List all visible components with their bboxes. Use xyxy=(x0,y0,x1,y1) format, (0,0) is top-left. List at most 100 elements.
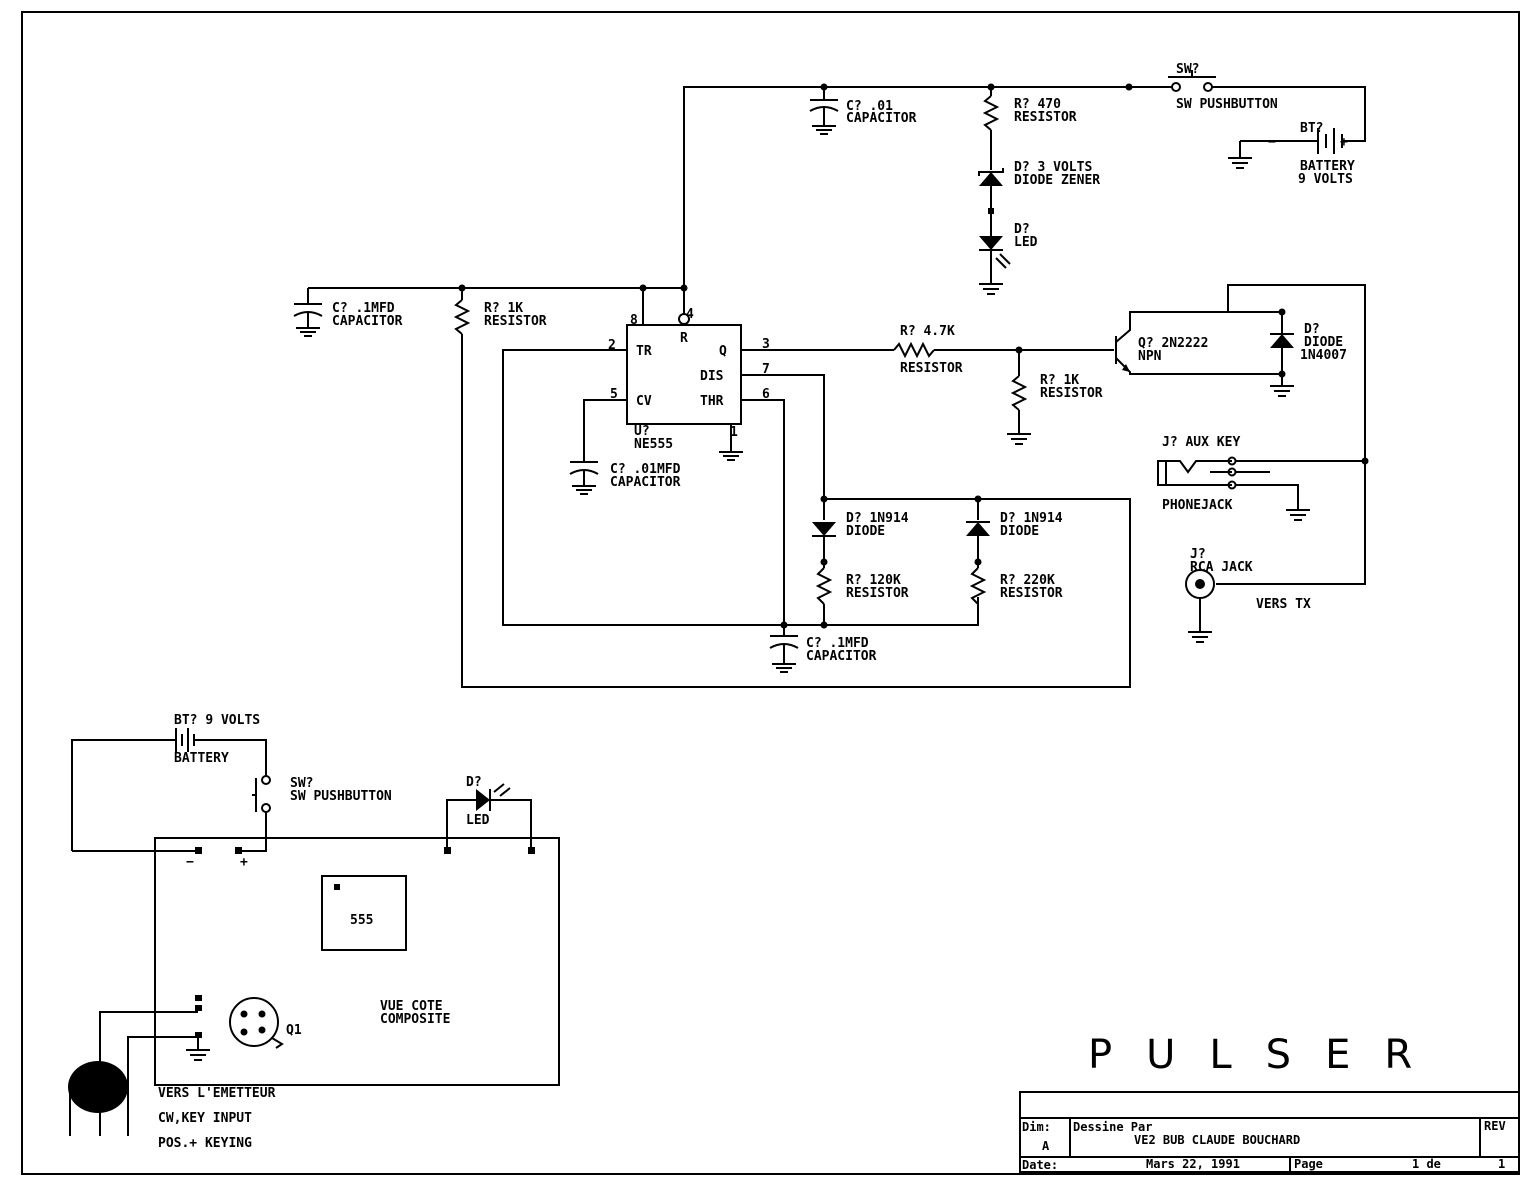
c1mfd-left-ref: C? .1MFD xyxy=(332,301,395,316)
pin-4-number: 4 xyxy=(686,307,694,322)
c1mfd-bottom-type: CAPACITOR xyxy=(806,649,877,664)
page-label: Page xyxy=(1294,1157,1323,1171)
pin-tr-label: TR xyxy=(636,344,652,359)
pin-7-number: 7 xyxy=(762,362,770,377)
rca-jack-ref: J? xyxy=(1190,547,1206,562)
ic-ref: U? xyxy=(634,424,650,439)
board-transistor-q1 xyxy=(229,997,284,1049)
npn-transistor xyxy=(1115,311,1282,375)
board-plus: + xyxy=(240,855,248,870)
c01mfd-ref: C? .01MFD xyxy=(610,462,681,477)
wire-trigger xyxy=(502,349,979,626)
keying-cable xyxy=(68,995,210,1136)
date-label: Date: xyxy=(1022,1158,1058,1172)
zener-type: DIODE ZENER xyxy=(1014,173,1100,188)
layout-battery xyxy=(166,728,200,752)
d1n914-left-type: DIODE xyxy=(846,524,885,539)
battery-top-type: BATTERY xyxy=(1300,159,1355,174)
pin-dis-label: DIS xyxy=(700,369,724,384)
r1k-right-type: RESISTOR xyxy=(1040,386,1103,401)
resistor-470 xyxy=(982,87,1000,170)
r4k7-type: RESISTOR xyxy=(900,361,963,376)
wire-discharge xyxy=(741,374,825,520)
d1n914-right-type: DIODE xyxy=(1000,524,1039,539)
pin-1-number: 1 xyxy=(730,425,738,440)
r120k-type: RESISTOR xyxy=(846,586,909,601)
board-caption-line1: VUE COTE xyxy=(380,999,443,1014)
aux-jack-type: PHONEJACK xyxy=(1162,498,1233,513)
drawn-by: VE2 BUB CLAUDE BOUCHARD xyxy=(1134,1133,1300,1147)
resistor-120k xyxy=(815,567,833,625)
capacitor-c01 xyxy=(809,87,839,135)
c01mfd-type: CAPACITOR xyxy=(610,475,681,490)
note-pos-keying: POS.+ KEYING xyxy=(158,1136,252,1151)
sw-top-ref: SW? xyxy=(1176,62,1199,77)
pin-3-number: 3 xyxy=(762,337,770,352)
pin-thr-label: THR xyxy=(700,394,724,409)
sw-top-type: SW PUSHBUTTON xyxy=(1176,97,1278,112)
phone-jack xyxy=(1157,456,1369,521)
layout-switch-ref: SW? xyxy=(290,776,313,791)
pin-cv-label: CV xyxy=(636,394,652,409)
layout-led-type: LED xyxy=(466,813,490,828)
d1n4007-type: DIODE xyxy=(1304,335,1343,350)
note-cw-key-input: CW,KEY INPUT xyxy=(158,1111,252,1126)
battery-top-plus: + xyxy=(1340,135,1348,150)
pin-q-label: Q xyxy=(719,344,727,359)
board-caption-line2: COMPOSITE xyxy=(380,1012,450,1027)
d1n914-left-ref: D? 1N914 xyxy=(846,511,909,526)
c01-type: CAPACITOR xyxy=(846,111,917,126)
diode-1n4007 xyxy=(1216,284,1366,585)
d1n4007-value: 1N4007 xyxy=(1300,348,1347,363)
layout-pushbutton xyxy=(252,775,271,813)
ground-battery-top xyxy=(1228,157,1252,169)
pin-r-label: R xyxy=(680,331,688,346)
d1n914-right-ref: D? 1N914 xyxy=(1000,511,1063,526)
wire-threshold xyxy=(741,399,785,636)
rca-jack xyxy=(1185,569,1215,643)
capacitor-c1mfd-left xyxy=(293,288,323,337)
ic-part: NE555 xyxy=(634,437,673,452)
battery-top-minus: − xyxy=(1268,135,1276,150)
page-total: 1 xyxy=(1498,1157,1505,1171)
pin-6-number: 6 xyxy=(762,387,770,402)
r1k-left-type: RESISTOR xyxy=(484,314,547,329)
r120k-ref: R? 120K xyxy=(846,573,901,588)
capacitor-c01mfd xyxy=(569,399,627,495)
c01-ref: C? .01 xyxy=(846,99,893,114)
note-vers-emetteur: VERS L'EMETTEUR xyxy=(158,1086,276,1101)
layout-led xyxy=(476,783,511,811)
c1mfd-bottom-ref: C? .1MFD xyxy=(806,636,869,651)
r470-type: RESISTOR xyxy=(1014,110,1077,125)
r220k-type: RESISTOR xyxy=(1000,586,1063,601)
q-type: NPN xyxy=(1138,349,1162,364)
board-555-chip xyxy=(321,875,407,951)
aux-jack-ref: J? AUX KEY xyxy=(1162,435,1240,450)
vers-tx-label: VERS TX xyxy=(1256,597,1311,612)
diode-1n914-left xyxy=(812,522,836,568)
pushbutton-switch-top xyxy=(1162,70,1216,92)
layout-wires xyxy=(71,739,532,852)
board-minus: − xyxy=(186,855,194,870)
layout-switch-type: SW PUSHBUTTON xyxy=(290,789,392,804)
page-of: 1 de xyxy=(1412,1157,1441,1171)
rev-label: REV xyxy=(1484,1119,1506,1133)
battery-top-value: 9 VOLTS xyxy=(1298,172,1353,187)
battery-top xyxy=(1302,128,1352,154)
d1n4007-ref: D? xyxy=(1304,322,1320,337)
c1mfd-left-type: CAPACITOR xyxy=(332,314,403,329)
capacitor-c1mfd-bottom xyxy=(769,635,799,673)
zener-diode xyxy=(978,168,1004,236)
layout-led-ref: D? xyxy=(466,775,482,790)
drawn-by-label: Dessine Par xyxy=(1073,1120,1152,1134)
circuit-board xyxy=(154,837,560,1086)
r1k-right-ref: R? 1K xyxy=(1040,373,1079,388)
layout-battery-ref: BT? 9 VOLTS xyxy=(174,713,260,728)
led-top xyxy=(979,236,1011,295)
r470-ref: R? 470 xyxy=(1014,97,1061,112)
supply-rail xyxy=(680,83,1366,292)
board-chip-label: 555 xyxy=(350,913,373,928)
led-top-type: LED xyxy=(1014,235,1038,250)
title-block xyxy=(1019,1091,1520,1173)
